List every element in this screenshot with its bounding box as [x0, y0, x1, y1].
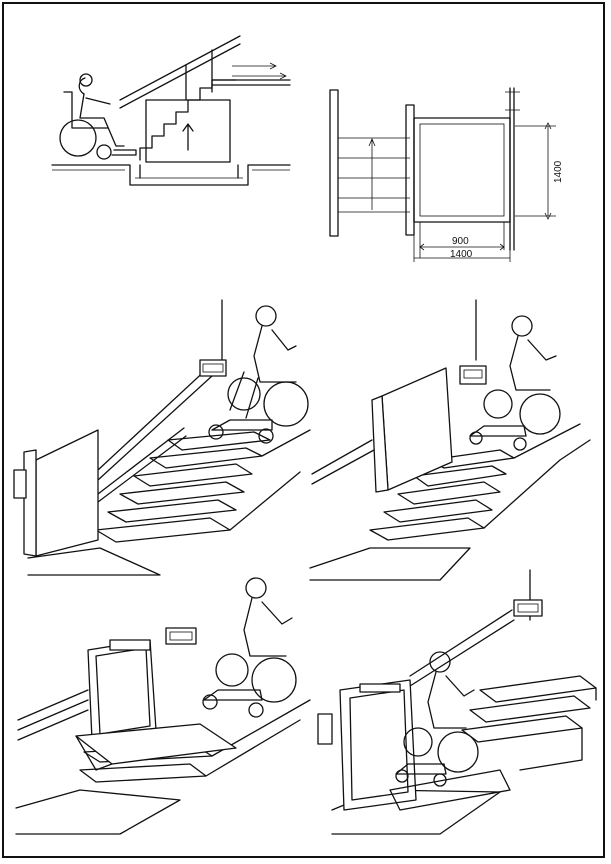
stairlift-scene-3	[15, 577, 311, 835]
dimension-depth: 1400	[553, 160, 564, 183]
stairlift-scene-1	[13, 299, 311, 576]
wheelchair-user-icon	[59, 73, 137, 160]
stairlift-scene-4	[317, 569, 597, 835]
page-border	[2, 2, 605, 858]
plan-view-lift	[329, 87, 556, 262]
stairlift-scene-2	[309, 299, 591, 581]
wheelchair-user-icon	[469, 315, 561, 451]
wheelchair-user-icon	[202, 577, 297, 718]
wheelchair-user-icon	[395, 651, 479, 787]
dimension-outer-width: 1400	[450, 249, 473, 260]
section-view-lift	[51, 35, 291, 186]
dimension-inner-width: 900	[452, 236, 469, 247]
wheelchair-user-icon	[208, 305, 309, 444]
